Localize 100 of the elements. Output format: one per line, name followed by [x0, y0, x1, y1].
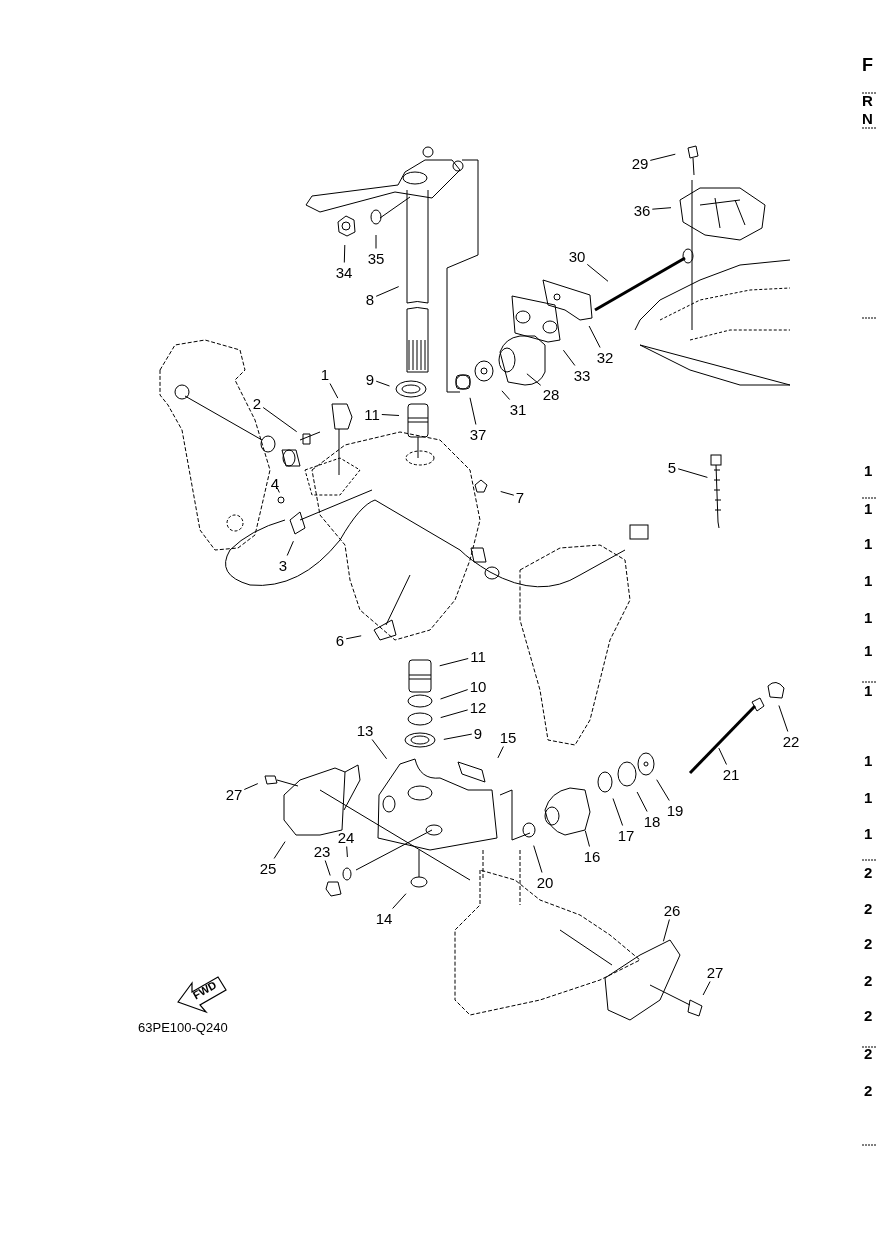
- leader-line: [778, 705, 789, 732]
- leader-line: [324, 860, 331, 876]
- leader-line: [718, 747, 727, 765]
- callout-number: 34: [334, 263, 354, 281]
- leader-line: [649, 153, 676, 161]
- callout-number: 2: [251, 394, 263, 412]
- callout-number: 35: [366, 249, 386, 267]
- callout-number: 4: [269, 474, 281, 492]
- callout-number: 32: [595, 348, 615, 366]
- callout-number: 25: [258, 859, 278, 877]
- leader-line: [526, 373, 542, 386]
- callout-number: 33: [572, 366, 592, 384]
- table-fragment: 2: [864, 1082, 873, 1099]
- table-fragment: 1: [864, 682, 873, 699]
- leader-line: [346, 846, 348, 858]
- callout-number: 18: [642, 812, 662, 830]
- table-fragment: 1: [864, 462, 873, 479]
- callout-number: 5: [666, 458, 678, 476]
- leader-line: [375, 234, 377, 249]
- callout-number: 10: [468, 677, 488, 695]
- leader-line: [243, 783, 259, 790]
- callout-number: 7: [514, 488, 526, 506]
- callout-number: 24: [336, 828, 356, 846]
- leader-line: [345, 635, 362, 640]
- callout-number: 6: [334, 631, 346, 649]
- callout-number: 23: [312, 842, 332, 860]
- table-fragment: 1: [864, 535, 873, 552]
- leader-line: [497, 746, 504, 759]
- leader-line: [588, 325, 601, 348]
- callout-number: 8: [364, 290, 376, 308]
- leader-line: [329, 383, 339, 399]
- leader-line: [636, 791, 648, 812]
- leader-line: [276, 487, 280, 493]
- callout-number: 17: [616, 826, 636, 844]
- leader-line: [392, 893, 407, 909]
- drawing-code: 63PE100-Q240: [138, 1019, 228, 1036]
- table-fragment: 2: [864, 1045, 873, 1062]
- callout-number: 13: [355, 721, 375, 739]
- callout-number: 31: [508, 400, 528, 418]
- table-fragment: 1: [864, 825, 873, 842]
- callout-number: 27: [705, 963, 725, 981]
- callout-number: 21: [721, 765, 741, 783]
- callout-number: 12: [468, 698, 488, 716]
- callout-number: 37: [468, 425, 488, 443]
- callout-number: 9: [364, 370, 376, 388]
- callout-number: 1: [319, 365, 331, 383]
- leader-line: [273, 841, 286, 859]
- leader-line: [286, 540, 294, 556]
- leader-line: [562, 349, 576, 366]
- table-fragment: 1: [864, 642, 873, 659]
- table-fragment: F: [862, 57, 873, 74]
- leader-line: [443, 733, 473, 740]
- leader-line: [612, 798, 624, 826]
- callout-number: 16: [582, 847, 602, 865]
- table-fragment: 1: [864, 572, 873, 589]
- leader-line: [381, 414, 400, 416]
- leader-line: [586, 263, 609, 282]
- callout-number: 20: [535, 873, 555, 891]
- callout-number: 30: [567, 247, 587, 265]
- leader-line: [469, 397, 477, 425]
- leader-line: [262, 407, 298, 433]
- direction-label: FWD: [190, 978, 219, 1002]
- callout-number: 26: [662, 901, 682, 919]
- table-fragment: 1: [864, 752, 873, 769]
- callout-number: 14: [374, 909, 394, 927]
- leader-line: [677, 468, 708, 478]
- callout-number: 29: [630, 154, 650, 172]
- callout-number: 22: [781, 732, 801, 750]
- callout-number: 11: [469, 647, 487, 665]
- table-fragment: N: [862, 110, 873, 127]
- leader-line: [440, 709, 469, 719]
- table-fragment: 2: [864, 935, 873, 952]
- leader-line: [439, 658, 469, 667]
- leader-line: [533, 845, 543, 873]
- callout-number: 11: [363, 405, 381, 423]
- leader-line: [662, 919, 670, 942]
- leader-line: [656, 779, 670, 801]
- table-fragment: 1: [864, 500, 873, 517]
- leader-line: [375, 380, 390, 387]
- table-fragment: 2: [864, 864, 873, 881]
- leader-line: [343, 244, 346, 263]
- leader-line: [651, 207, 672, 210]
- leader-line: [501, 390, 511, 400]
- leader-line: [375, 286, 400, 297]
- leader-line: [702, 981, 711, 996]
- table-fragment: 2: [864, 1007, 873, 1024]
- callout-number: 27: [224, 785, 244, 803]
- leader-line: [371, 739, 388, 760]
- leader-line: [584, 830, 590, 847]
- table-fragment: 2: [864, 900, 873, 917]
- callout-number: 28: [541, 385, 561, 403]
- leader-line: [500, 491, 515, 496]
- callout-number: 3: [277, 556, 289, 574]
- callout-number: 15: [498, 728, 518, 746]
- table-fragment: 1: [864, 789, 873, 806]
- callout-number: 36: [632, 201, 652, 219]
- leader-line: [440, 689, 469, 700]
- table-fragment: 2: [864, 972, 873, 989]
- table-fragment: R: [862, 92, 873, 109]
- callout-number: 19: [665, 801, 685, 819]
